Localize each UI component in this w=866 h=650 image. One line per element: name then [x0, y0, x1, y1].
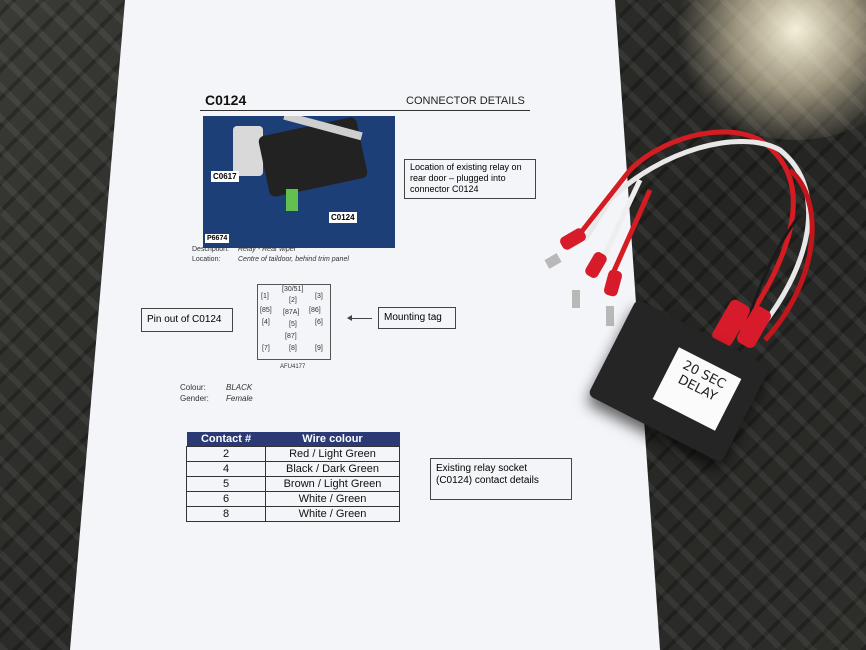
wiper-motor: [233, 126, 263, 176]
description-label: Description:: [192, 246, 229, 253]
arrow-icon: [347, 315, 372, 321]
pin-3: [3]: [315, 293, 323, 300]
heading-rule: [200, 110, 530, 111]
callout-location: Location of existing relay on rear door …: [404, 159, 536, 199]
callout-pinout: Pin out of C0124: [141, 308, 233, 332]
photo-label-c0617: C0617: [211, 171, 239, 182]
green-connector: [286, 189, 298, 211]
pin-2: [2]: [289, 297, 297, 304]
callout-socket: Existing relay socket (C0124) contact de…: [430, 458, 572, 500]
pin-87a: [87A]: [283, 309, 300, 316]
colour-value: BLACK: [226, 383, 253, 392]
header-wire-colour: Wire colour: [265, 432, 400, 447]
pin-7: [7]: [262, 345, 270, 352]
pin-86: [86]: [309, 307, 321, 314]
pin-6: [6]: [315, 319, 323, 326]
header-contact: Contact #: [186, 432, 266, 447]
sheet-heading: CONNECTOR DETAILS: [406, 95, 525, 107]
table-header-row: Contact # Wire colour: [186, 432, 400, 447]
description-block: Description: Relay - Rear wiper Location:…: [192, 245, 349, 265]
description-value: Relay - Rear wiper: [238, 246, 296, 253]
pin-85: [85]: [260, 307, 272, 314]
printed-sheet: [70, 0, 660, 650]
pin-30-51: [30/51]: [282, 286, 304, 293]
location-value: Centre of taildoor, behind trim panel: [238, 256, 349, 263]
pin-1: [1]: [261, 293, 269, 300]
pin-4: [4]: [262, 319, 270, 326]
connector-code: C0124: [205, 92, 247, 108]
colour-label: Colour:: [180, 383, 206, 392]
cell-wire-colour: Red / Light Green: [265, 446, 400, 462]
figure-ref: AFU4177: [280, 364, 306, 370]
cell-wire-colour: White / Green: [265, 506, 400, 522]
colour-block: Colour: BLACK Gender: Female: [180, 382, 253, 404]
gender-value: Female: [226, 394, 253, 403]
pin-8: [8]: [289, 345, 297, 352]
pin-5: [5]: [289, 321, 297, 328]
door-photo: C0617 C0124 P6674: [203, 116, 395, 248]
gender-label: Gender:: [180, 394, 209, 403]
pinout-diagram: [30/51] [1] [3] [2] [85] [87A] [86] [4] …: [257, 284, 331, 360]
photo-label-c0124: C0124: [329, 212, 357, 223]
pin-87: [87]: [285, 333, 297, 340]
callout-mounting: Mounting tag: [378, 307, 456, 329]
location-label: Location:: [192, 256, 221, 263]
pin-9: [9]: [315, 345, 323, 352]
photo-ref: P6674: [205, 234, 230, 243]
